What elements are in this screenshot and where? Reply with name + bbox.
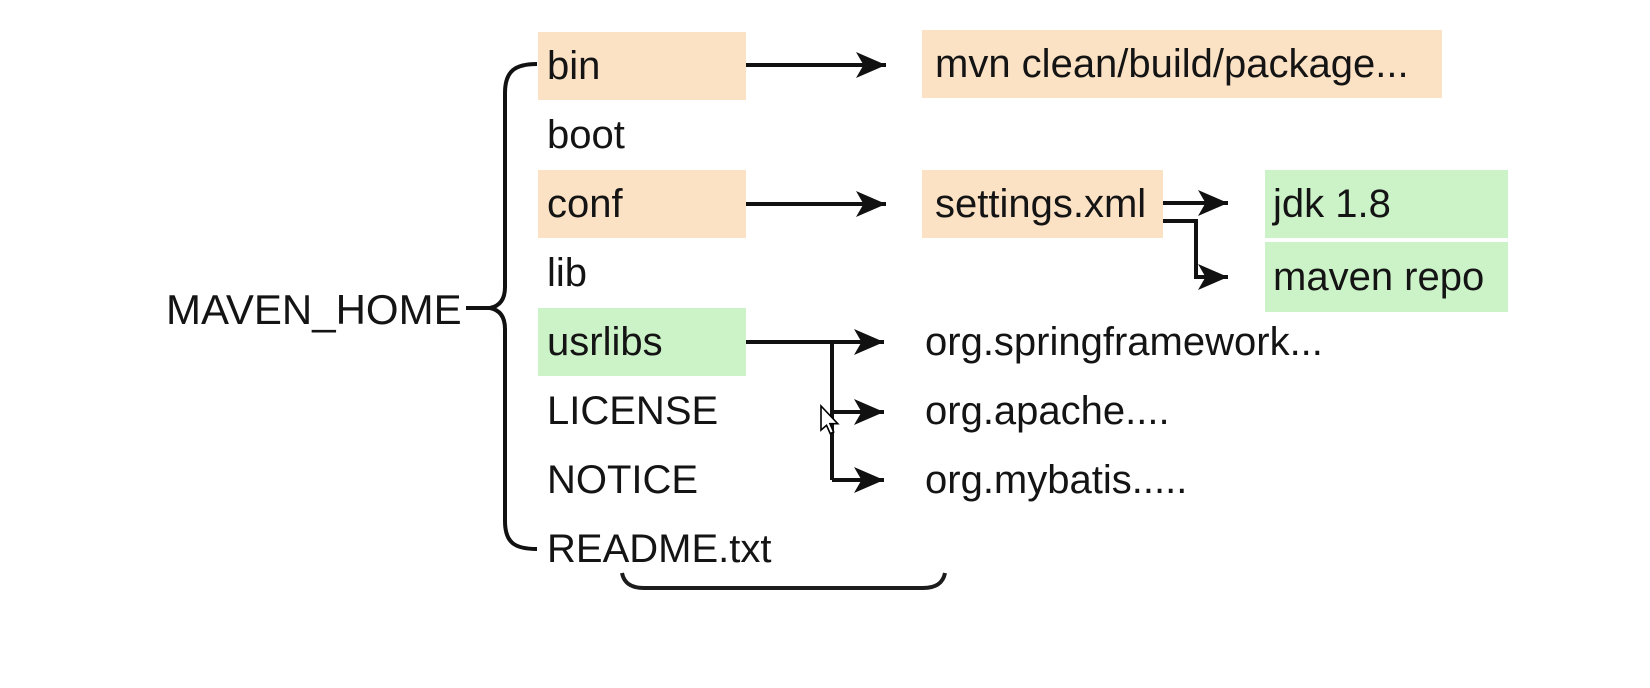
bottom-underbrace [620,572,947,590]
node-notice: NOTICE [547,458,699,502]
node-maven-repo: maven repo [1265,242,1508,312]
node-settings-xml: settings.xml [922,170,1163,238]
node-usrlibs: usrlibs [538,308,746,376]
node-conf: conf [538,170,746,238]
node-license: LICENSE [547,389,719,433]
node-readme: README.txt [547,527,772,571]
node-org-apache: org.apache.... [925,389,1170,433]
node-org-mybatis: org.mybatis..... [925,458,1188,502]
node-boot: boot [547,113,625,157]
node-org-springframework: org.springframework... [925,320,1323,364]
node-bin: bin [538,32,746,100]
node-jdk: jdk 1.8 [1265,170,1508,238]
root-brace [489,62,538,551]
node-lib: lib [547,251,588,295]
arrow-settings-to-mavenrepo [1163,219,1228,290]
node-maven-home: MAVEN_HOME [166,286,462,333]
mouse-cursor [820,403,840,435]
node-mvn-commands: mvn clean/build/package... [922,30,1442,98]
